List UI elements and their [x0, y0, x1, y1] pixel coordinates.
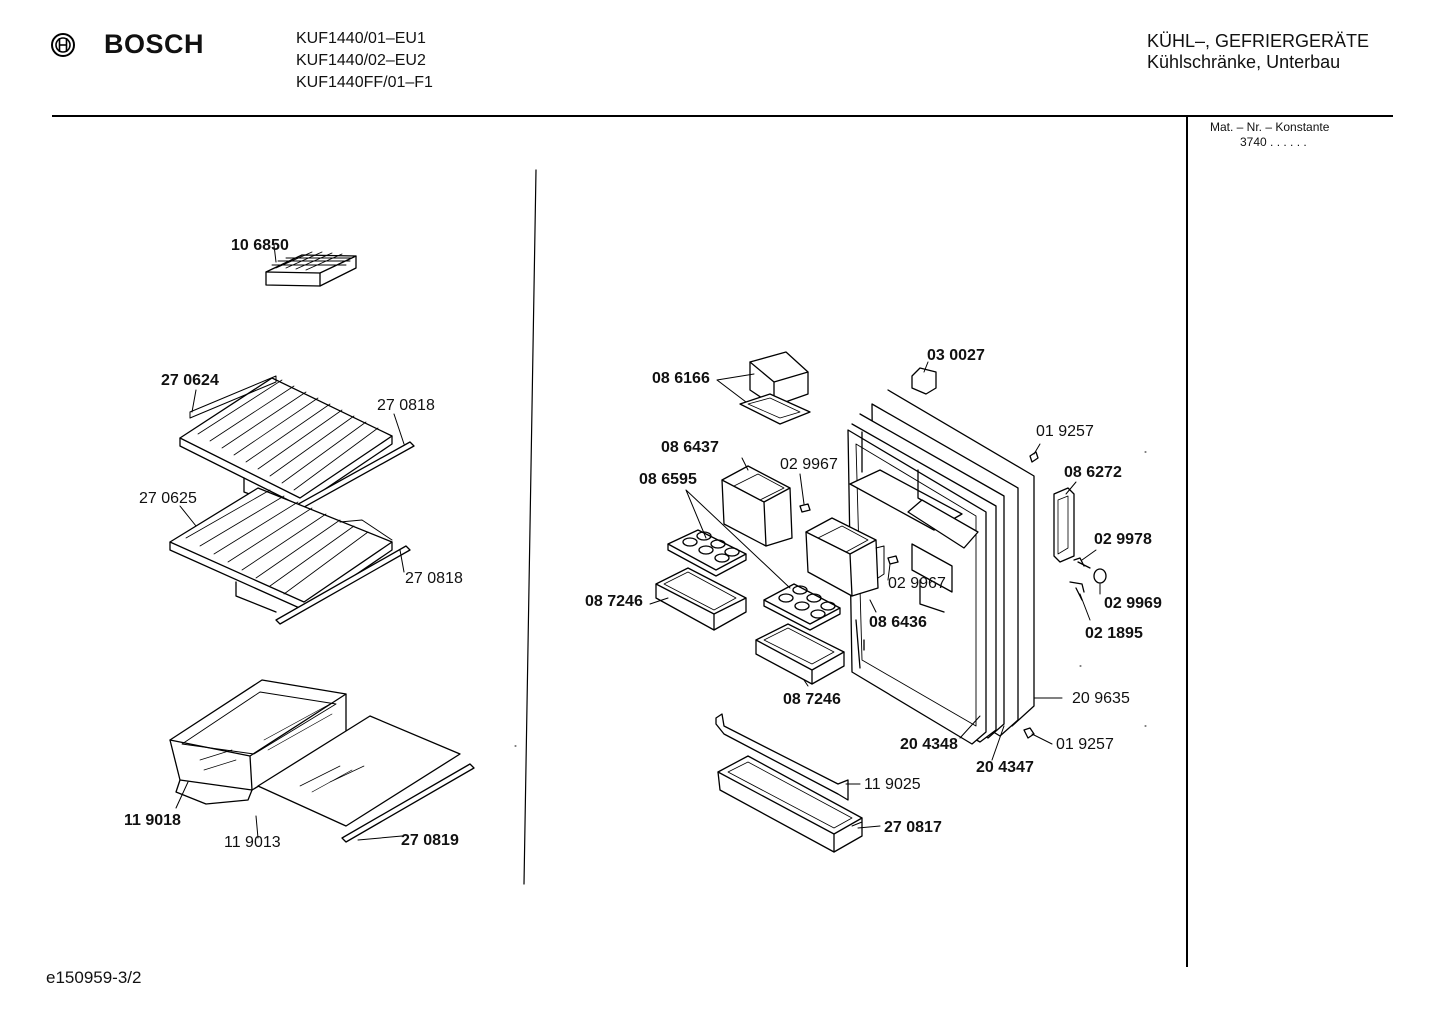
model-number: KUF1440/01–EU1 — [296, 30, 426, 47]
part-number-label: 10 6850 — [231, 237, 289, 254]
part-number-label: 20 9635 — [1072, 690, 1130, 707]
part-number-label: 27 0817 — [884, 819, 942, 836]
part-number-label: 08 7246 — [585, 593, 643, 610]
header-divider — [52, 115, 1393, 117]
door-handle-icon — [1053, 487, 1075, 563]
part-number-label: 03 0027 — [927, 347, 985, 364]
butter-box-icon — [739, 351, 811, 425]
door-shelf-insert-icon — [805, 517, 885, 597]
category-subtitle: Kühlschränke, Unterbau — [1147, 52, 1341, 72]
part-number-label: 02 9967 — [888, 575, 946, 592]
bottle-retainer-icon — [715, 713, 849, 801]
part-number-label: 11 9025 — [864, 776, 921, 793]
mat-nr-label: Mat. – Nr. – Konstante — [1210, 120, 1330, 134]
egg-tray-icon — [667, 529, 747, 577]
part-number-label: 08 6166 — [652, 370, 710, 387]
part-number-label: 20 4348 — [900, 736, 958, 753]
section-divider — [523, 169, 537, 885]
door-shelf-insert-icon — [721, 465, 793, 547]
part-number-label: 01 9257 — [1056, 736, 1114, 753]
door-tray-icon — [755, 623, 845, 685]
door-tray-icon — [655, 567, 747, 631]
ice-tray-icon — [265, 251, 357, 287]
part-number-label: 02 1895 — [1085, 625, 1143, 642]
mat-nr-value: 3740 . . . . . . — [1240, 135, 1307, 149]
trim-strip-icon — [341, 763, 475, 843]
wire-shelf-icon — [179, 375, 393, 507]
category-title: KÜHL–, GEFRIERGERÄTE — [1147, 31, 1370, 51]
sidebar-divider — [1186, 117, 1188, 967]
part-number-label: 02 9969 — [1104, 595, 1162, 612]
part-number-label: 08 6436 — [869, 614, 927, 631]
cap-icon — [1093, 568, 1107, 584]
part-number-label: 27 0818 — [377, 397, 435, 414]
part-number-label: 27 0818 — [405, 570, 463, 587]
part-number-label: 08 6437 — [661, 439, 719, 456]
model-number: KUF1440FF/01–F1 — [296, 74, 433, 91]
part-number-label: 08 6595 — [639, 471, 697, 488]
inner-door-liner-icon — [847, 429, 987, 745]
brand-name: BOSCH — [104, 29, 205, 59]
part-number-label: 27 0625 — [139, 490, 197, 507]
part-number-label: 20 4347 — [976, 759, 1034, 776]
part-number-label: 02 9967 — [780, 456, 838, 473]
trim-strip-icon — [275, 545, 411, 625]
leader-lines — [175, 244, 1101, 841]
part-number-label: 01 9257 — [1036, 423, 1094, 440]
hinge-cap-icon — [911, 367, 937, 395]
part-number-label: 11 9013 — [224, 834, 281, 851]
document-code: e150959-3/2 — [46, 968, 142, 987]
glass-plate-icon — [257, 715, 461, 827]
part-number-label: 11 9018 — [124, 812, 181, 829]
part-number-label: 27 0819 — [401, 832, 459, 849]
part-number-label: 02 9978 — [1094, 531, 1152, 548]
part-number-label: 08 6272 — [1064, 464, 1122, 481]
egg-tray-icon — [763, 583, 841, 631]
bosch-logo-icon — [51, 33, 75, 57]
part-number-label: 27 0624 — [161, 372, 219, 389]
model-number: KUF1440/02–EU2 — [296, 52, 426, 69]
bottle-shelf-icon — [717, 755, 863, 853]
screw-icon — [799, 451, 1091, 739]
wire-shelf-icon — [169, 487, 393, 613]
part-number-label: 08 7246 — [783, 691, 841, 708]
scan-specks — [514, 351, 1147, 747]
